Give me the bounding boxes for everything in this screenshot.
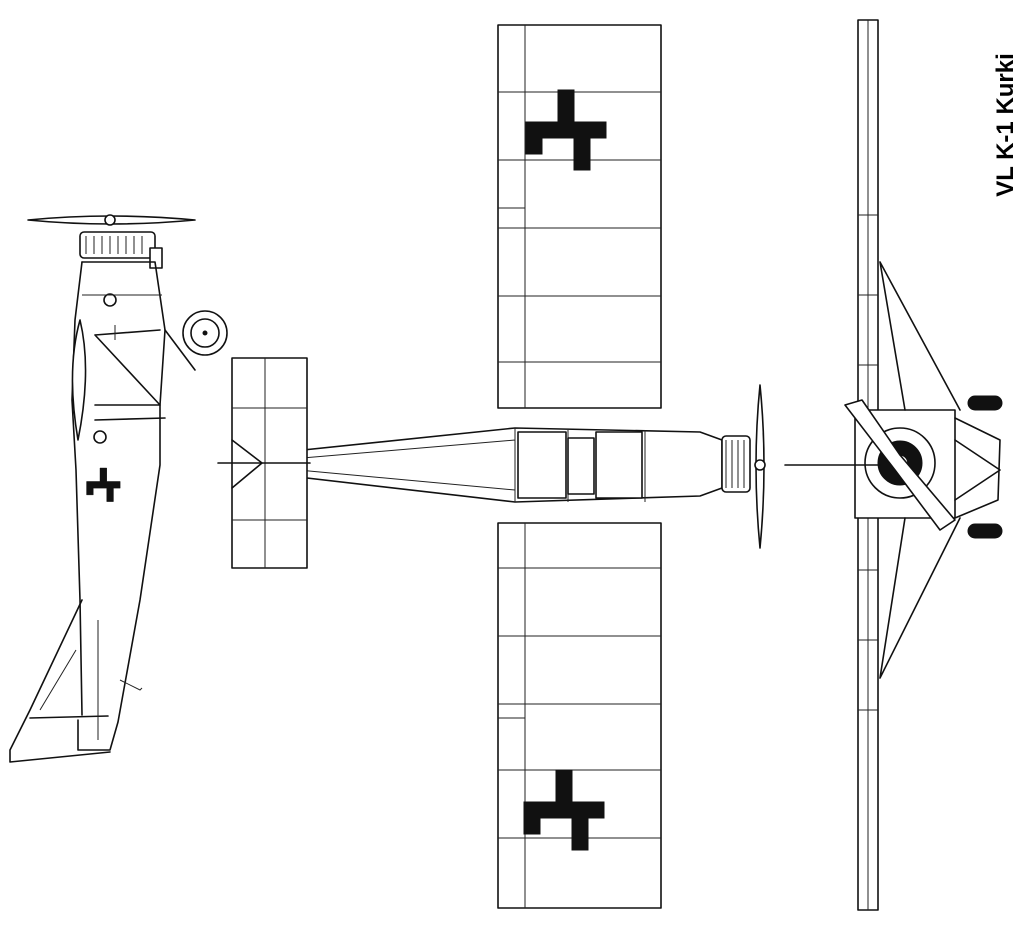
radial-engine-icon: [721, 435, 751, 493]
top-view: [217, 24, 766, 909]
propeller-icon: [784, 399, 956, 531]
landing-wheel-icon: [967, 395, 1003, 539]
radial-engine-icon: [79, 231, 163, 269]
propeller-icon: [27, 214, 196, 226]
swastika-insignia-icon: [86, 467, 121, 502]
front-view: [784, 19, 1003, 911]
propeller-icon: [754, 384, 766, 549]
side-view: [9, 214, 228, 763]
landing-wheel-icon: [182, 310, 228, 356]
